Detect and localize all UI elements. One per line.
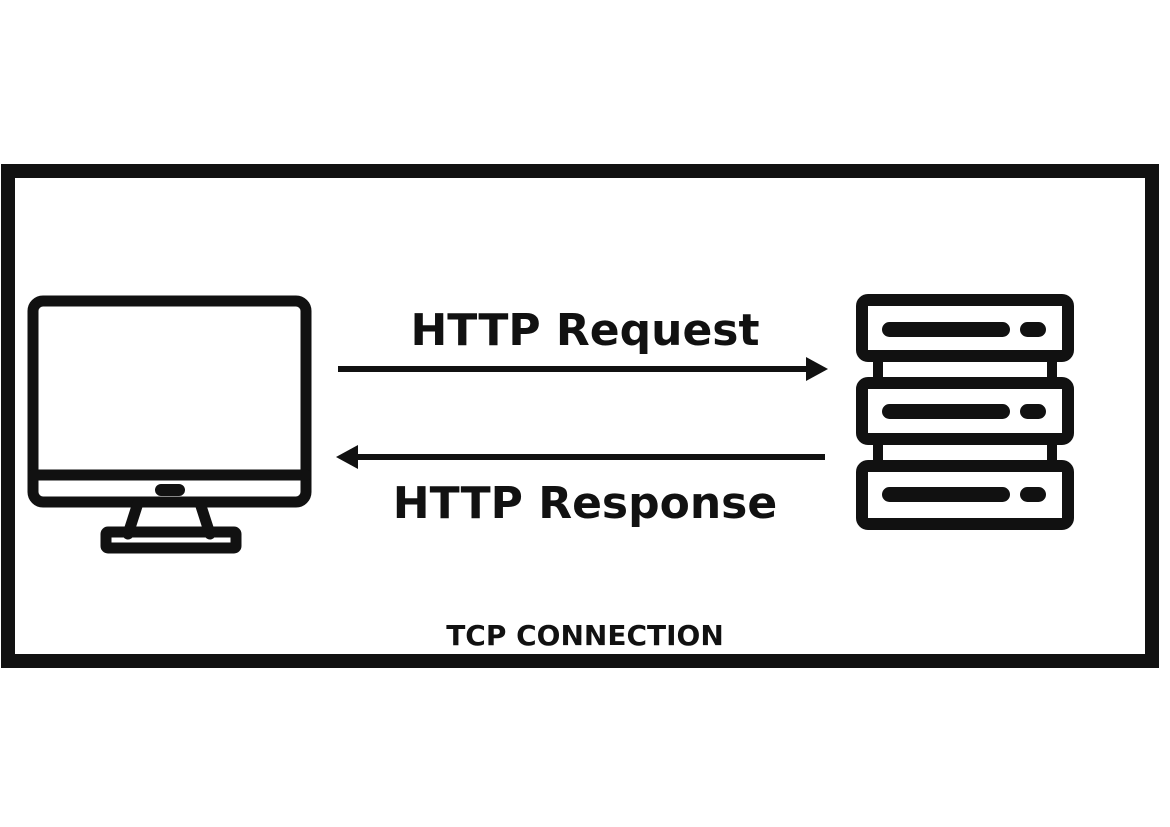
http-response-label: HTTP Response — [393, 478, 777, 529]
response-arrow — [336, 445, 825, 469]
tcp-connection-label: TCP CONNECTION — [446, 619, 724, 652]
server-unit-3 — [856, 460, 1074, 530]
request-arrow — [338, 357, 828, 381]
server-unit-1 — [856, 294, 1074, 362]
tcp-connection-frame — [1, 164, 1159, 668]
server-rack-icon — [856, 294, 1074, 530]
http-request-label: HTTP Request — [410, 305, 759, 356]
server-unit-2 — [856, 377, 1074, 445]
desktop-monitor-icon — [27, 295, 312, 554]
